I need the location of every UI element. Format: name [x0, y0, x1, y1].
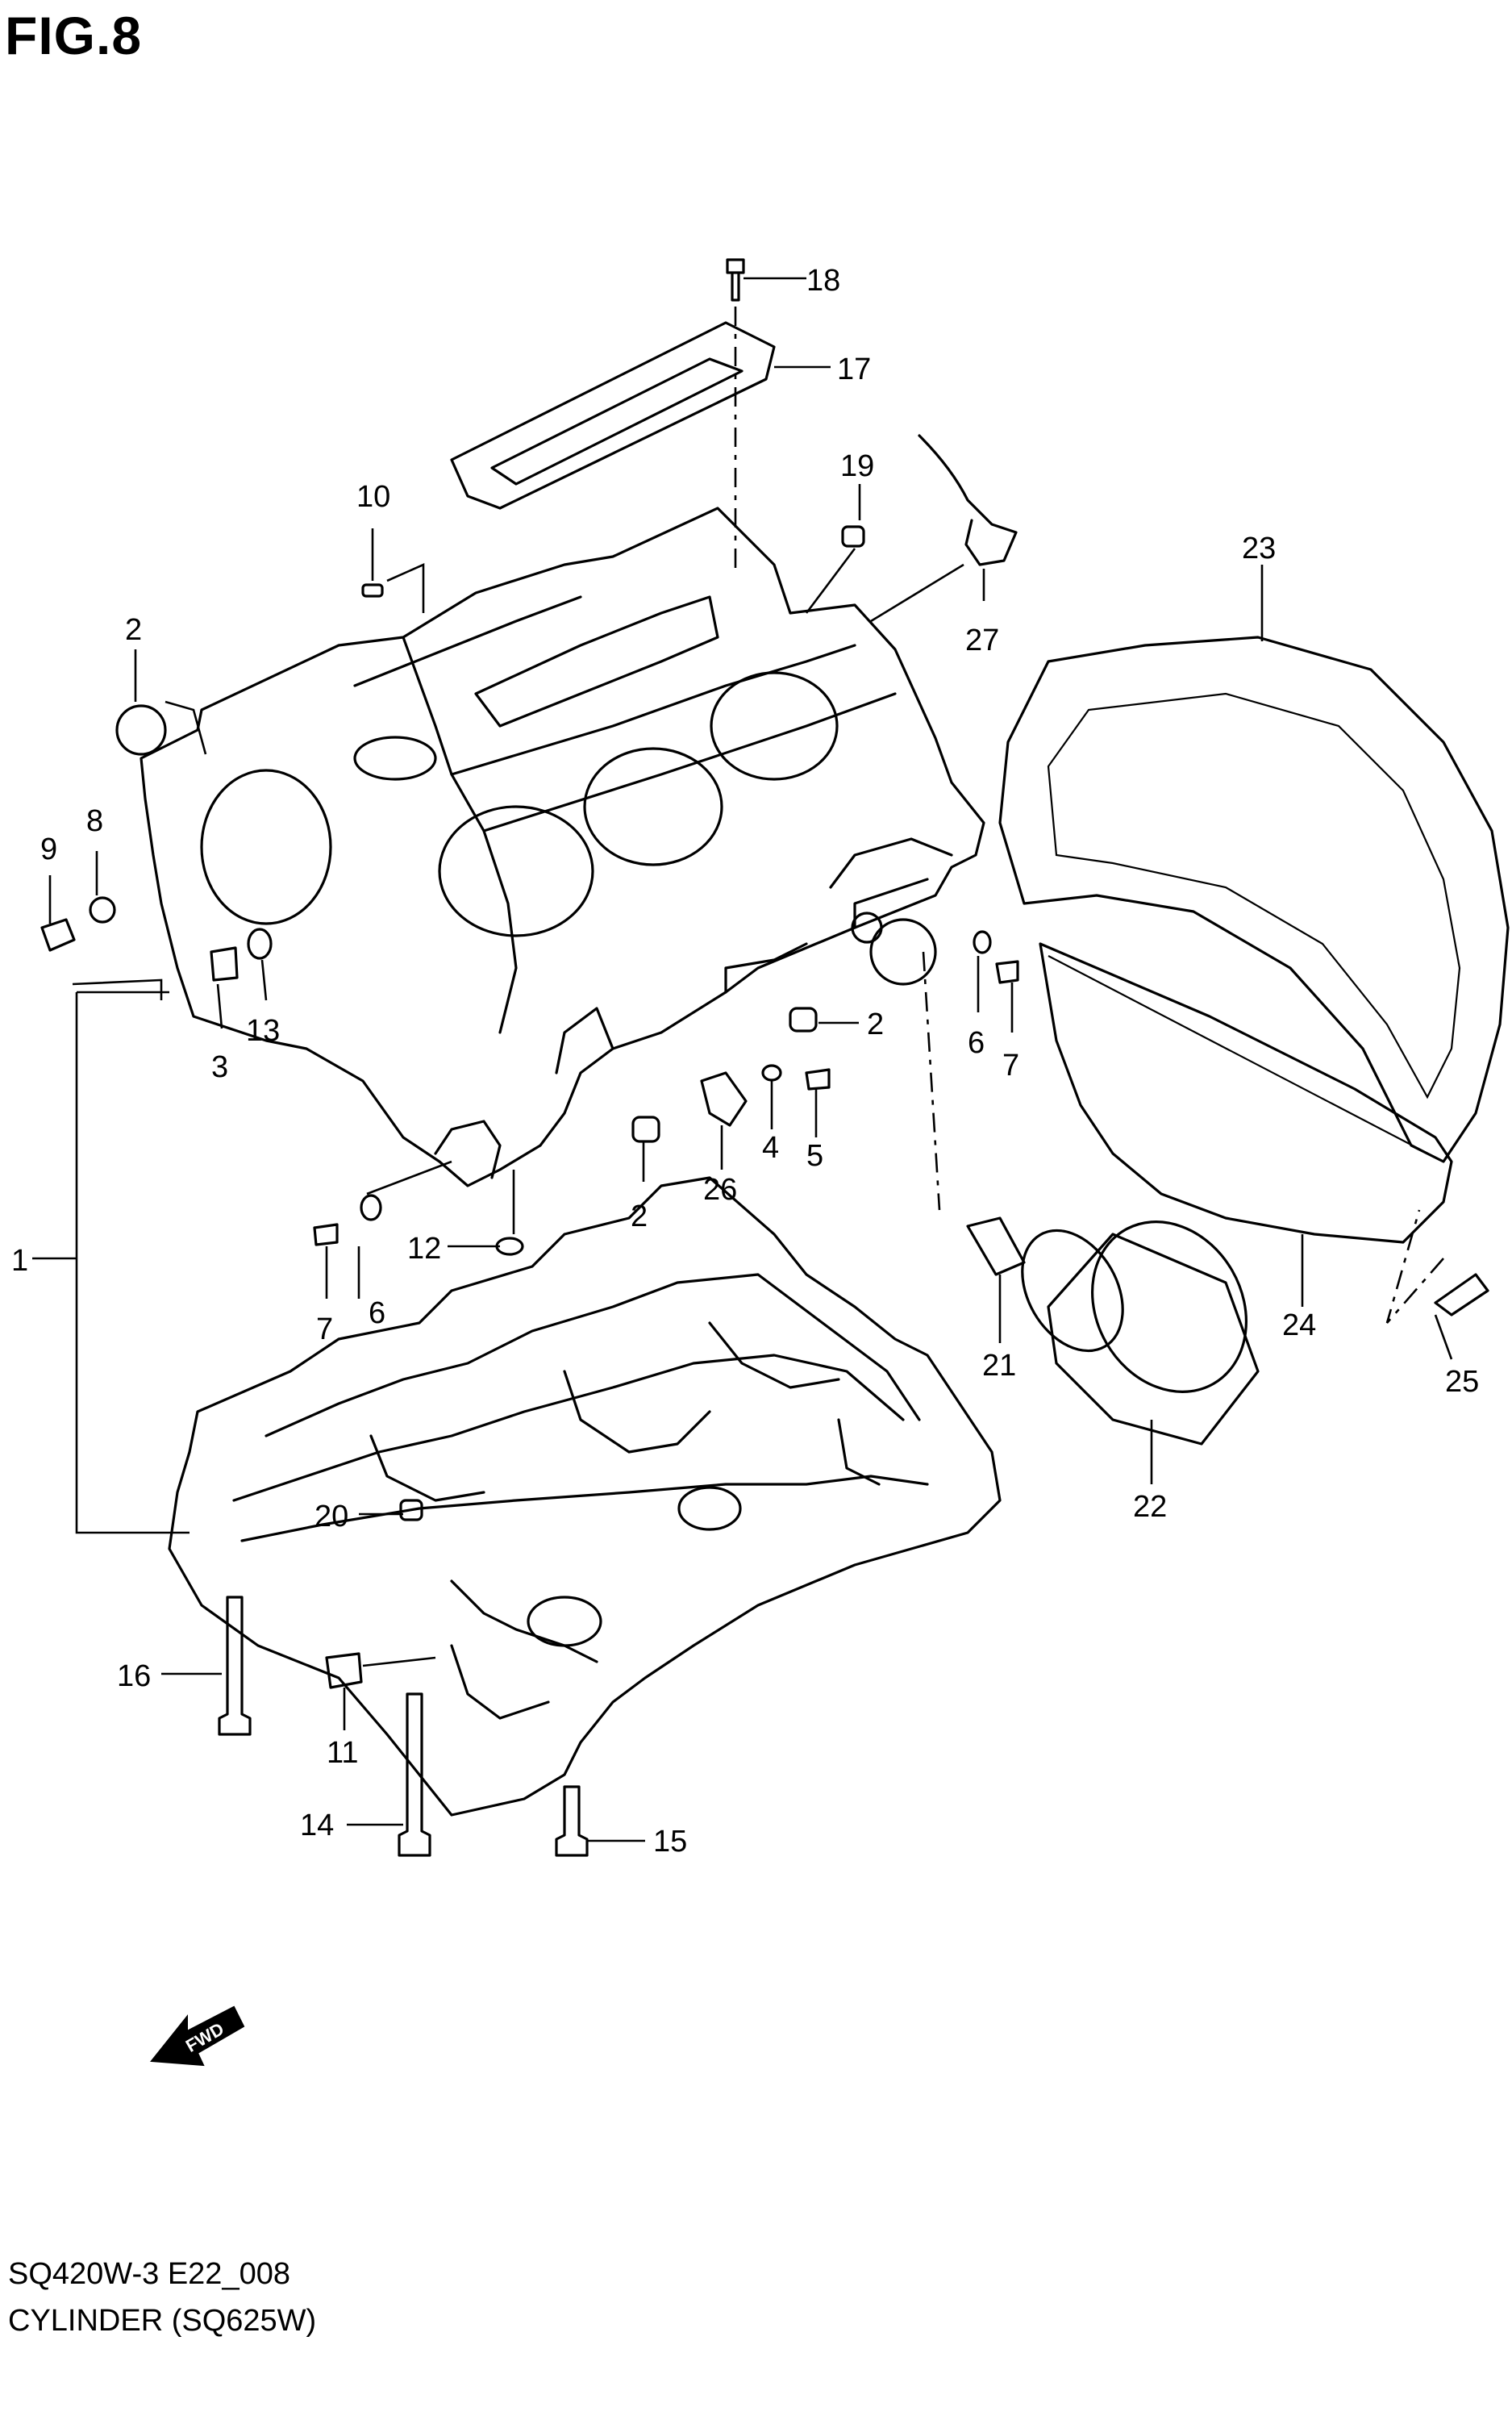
leader-lines	[32, 277, 1453, 1842]
fwd-arrow-icon: FWD	[150, 2005, 245, 2067]
bolt-part-16	[218, 1596, 252, 1736]
oil-filter-part-22	[1021, 1220, 1260, 1446]
dowel-part-20	[399, 1499, 423, 1521]
callout-2: 2	[125, 613, 142, 647]
cap-part-2-upper	[115, 704, 167, 756]
plug-part-11	[325, 1652, 363, 1689]
bolt-part-7-left	[313, 1223, 339, 1246]
washer-part-8	[89, 896, 116, 924]
callout-13: 13	[246, 1014, 280, 1048]
callout-12: 12	[407, 1232, 441, 1266]
callout-3: 3	[211, 1050, 228, 1084]
callout-27: 27	[965, 624, 999, 657]
sensor-part-27	[918, 434, 1018, 566]
bolt-part-5	[805, 1068, 831, 1091]
housing-gasket-part-23	[998, 636, 1510, 1163]
callout-7: 7	[316, 1312, 333, 1346]
callout-6: 6	[369, 1296, 385, 1330]
callout-22: 22	[1133, 1490, 1167, 1524]
callout-2: 2	[867, 1008, 884, 1041]
callout-11: 11	[327, 1736, 358, 1770]
callout-14: 14	[300, 1809, 334, 1842]
callout-2: 2	[631, 1200, 648, 1233]
washer-part-4	[761, 1064, 782, 1082]
callout-21: 21	[982, 1349, 1016, 1383]
union-part-21	[966, 1216, 1026, 1276]
dowel-part-10	[361, 583, 384, 598]
callout-20: 20	[314, 1500, 348, 1533]
callout-16: 16	[117, 1659, 151, 1693]
callout-9: 9	[40, 832, 57, 866]
gasket-part-17	[450, 321, 776, 510]
callout-4: 4	[762, 1131, 779, 1165]
callout-17: 17	[837, 353, 871, 386]
callout-6: 6	[968, 1026, 985, 1060]
callout-15: 15	[653, 1825, 687, 1859]
switch-part-26	[700, 1071, 748, 1127]
plate-part-24	[1039, 942, 1453, 1244]
cap-part-2-right	[789, 1007, 818, 1033]
footer: SQ420W-3 E22_008 CYLINDER (SQ625W)	[8, 2251, 316, 2344]
cap-part-2-lower	[631, 1116, 660, 1143]
callout-7: 7	[1002, 1049, 1019, 1083]
o-ring-part-13	[247, 928, 273, 960]
plate-edge	[1048, 955, 1444, 1162]
callout-18: 18	[806, 264, 840, 298]
bolt-part-25	[1434, 1273, 1489, 1316]
small-hardware	[40, 258, 1489, 1857]
cylinder-block-upper	[140, 507, 985, 1187]
callout-23: 23	[1242, 532, 1276, 565]
bolt-part-15	[555, 1785, 589, 1857]
diagram-caption: CYLINDER (SQ625W)	[8, 2304, 317, 2338]
plug-part-9	[40, 918, 76, 952]
plug-part-19	[841, 525, 865, 548]
callout-25: 25	[1445, 1365, 1479, 1399]
callout-5: 5	[806, 1139, 823, 1173]
plug-part-3	[210, 946, 239, 982]
washer-part-6-left	[360, 1194, 382, 1221]
diagram-code: SQ420W-3 E22_008	[8, 2257, 290, 2291]
callout-24: 24	[1282, 1308, 1316, 1342]
bolt-part-18	[726, 258, 745, 302]
housing-gasket-inner	[1047, 692, 1461, 1099]
callout-8: 8	[86, 804, 103, 838]
o-ring-part-12	[495, 1237, 524, 1256]
crankcase-lower	[168, 1176, 1002, 1817]
washer-part-6-right	[973, 930, 992, 954]
bolt-part-14	[398, 1692, 431, 1857]
callout-1: 1	[11, 1244, 28, 1278]
bolt-part-7-right	[995, 960, 1019, 984]
callout-19: 19	[840, 449, 874, 483]
callout-26: 26	[703, 1173, 737, 1207]
figure-title: FIG.8	[5, 6, 143, 65]
callout-labels: 1 2 2 2 3 4 5 6 6 7 7 8 9 10 11 12 13 14…	[11, 264, 1479, 1859]
callout-10: 10	[356, 480, 390, 514]
